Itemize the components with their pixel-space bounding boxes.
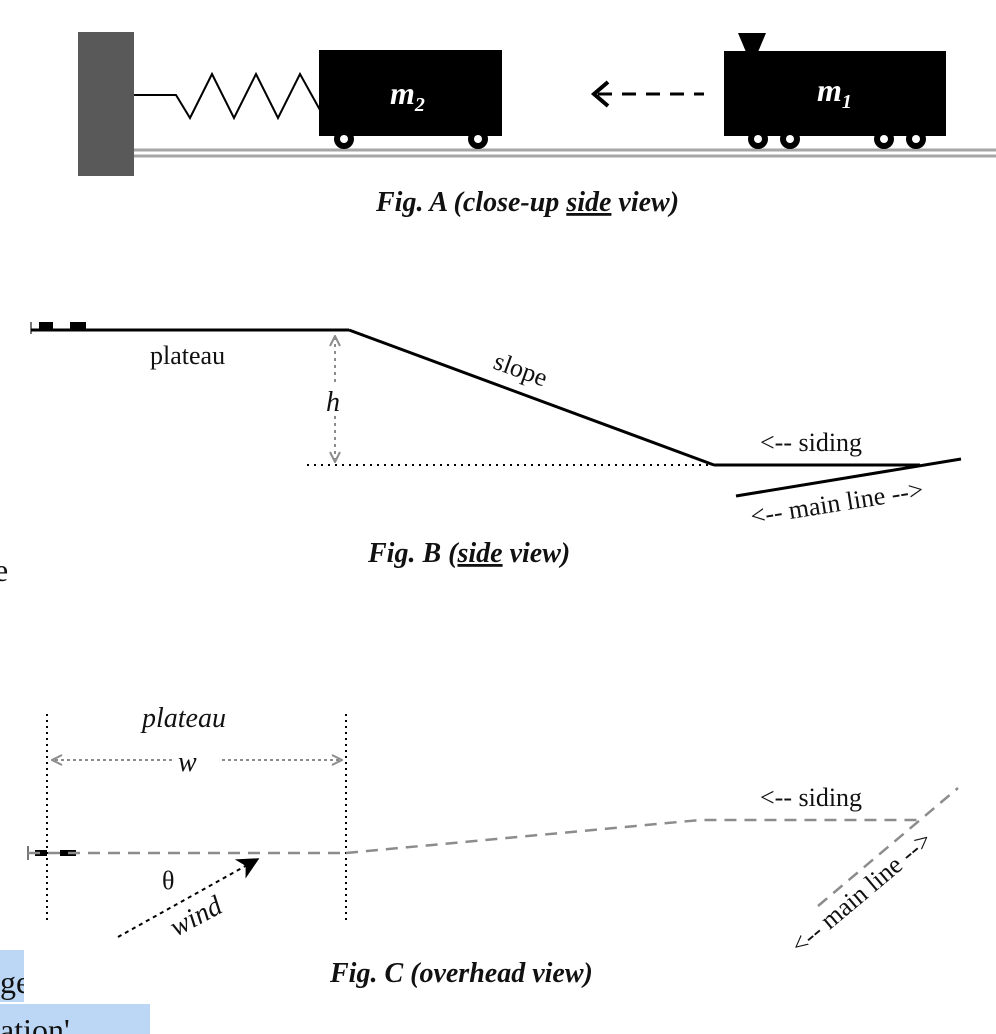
- wind-arrow: [117, 858, 260, 938]
- m1-label: m: [817, 72, 842, 108]
- m2-label: m: [390, 75, 415, 111]
- angle-label: θ: [162, 866, 174, 895]
- car-m2: m2: [319, 50, 502, 149]
- mini-train-b: [30, 322, 86, 334]
- wind-label: wind: [165, 890, 229, 943]
- fig-b-caption-underlined: side: [456, 538, 502, 569]
- fig-b-caption-pre: Fig. B (: [367, 538, 459, 569]
- fig-b-caption-post: view): [503, 538, 571, 569]
- main-line-label-b: <-- main line -->: [748, 475, 925, 531]
- velocity-arrow: [590, 80, 704, 108]
- fig-c: w plateau θ wind <-- siding <-- main lin…: [27, 703, 959, 989]
- svg-text:m2: m2: [390, 75, 425, 116]
- plateau-label-c: plateau: [140, 703, 226, 734]
- fig-c-caption: Fig. C (overhead view): [329, 958, 593, 989]
- plateau-label-b: plateau: [150, 341, 225, 370]
- spring: [134, 71, 321, 121]
- m1-subscript: 1: [842, 91, 852, 113]
- m2-subscript: 2: [414, 94, 425, 116]
- highlighted-text-fragment-2: ation': [0, 1004, 150, 1034]
- wall: [78, 32, 134, 176]
- fig-a-caption-pre: Fig. A (close-up: [375, 187, 566, 218]
- fig-a: m2 m1 Fig. A (close-up side view): [78, 32, 996, 218]
- svg-text:Fig. B (side view): Fig. B (side view): [367, 538, 570, 569]
- siding-label-b: <-- siding: [760, 428, 862, 457]
- main-line-track: [735, 457, 962, 498]
- svg-text:Fig. A (close-up side view): Fig. A (close-up side view): [375, 187, 679, 218]
- fig-b: h plateau slope <-- siding <-- main line…: [30, 322, 962, 569]
- smokestack: [738, 33, 766, 52]
- height-label: h: [326, 387, 340, 418]
- fig-a-caption-underlined: side: [565, 187, 611, 218]
- main-line-overhead: [817, 787, 959, 907]
- slope-track: [348, 328, 715, 467]
- route-track-overhead: [345, 818, 918, 855]
- highlighted-text-fragment: ge: [0, 950, 24, 1002]
- siding-label-c: <-- siding: [760, 783, 862, 812]
- fig-a-caption-post: view): [611, 187, 679, 218]
- width-label: w: [178, 747, 197, 778]
- svg-text:m1: m1: [817, 72, 852, 113]
- main-line-label-c: <-- main line -->: [785, 825, 937, 959]
- car-m1: m1: [724, 33, 946, 149]
- page-text-fragment: e: [0, 552, 9, 588]
